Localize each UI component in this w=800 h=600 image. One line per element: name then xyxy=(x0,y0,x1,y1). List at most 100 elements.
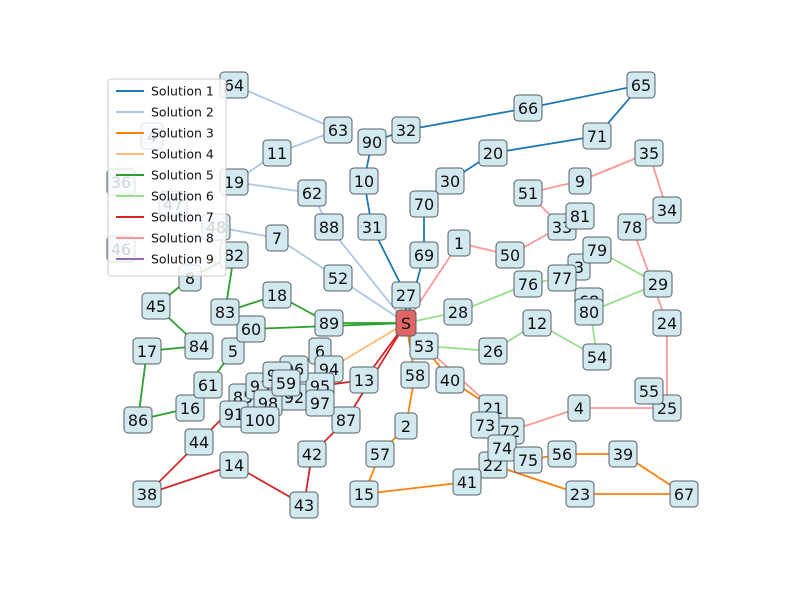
node-13: 13 xyxy=(349,366,379,394)
node-70: 70 xyxy=(409,190,439,218)
node-67: 67 xyxy=(669,480,699,508)
node-label-54: 54 xyxy=(587,348,607,367)
node-box-86 xyxy=(123,406,153,434)
node-97: 97 xyxy=(305,389,335,417)
node-label-70: 70 xyxy=(414,195,434,214)
node-box-89 xyxy=(314,309,344,337)
node-label-28: 28 xyxy=(448,303,468,322)
node-label-89: 89 xyxy=(319,314,339,333)
node-76: 76 xyxy=(513,270,543,298)
node-label-3: 3 xyxy=(574,258,584,277)
node-26: 26 xyxy=(478,337,508,365)
legend-label-4: Solution 4 xyxy=(151,147,214,162)
node-label-74: 74 xyxy=(492,439,512,458)
node-box-59 xyxy=(271,369,301,397)
node-10: 10 xyxy=(349,167,379,195)
node-label-2: 2 xyxy=(401,417,411,436)
node-box-100 xyxy=(240,406,280,434)
node-box-31 xyxy=(357,213,387,241)
node-label-19: 19 xyxy=(224,173,244,192)
node-100: 100 xyxy=(240,406,280,434)
node-19: 19 xyxy=(219,168,249,196)
node-box-50 xyxy=(495,241,525,269)
node-27: 27 xyxy=(391,281,421,309)
node-label-81: 81 xyxy=(570,207,590,226)
node-label-73: 73 xyxy=(475,416,495,435)
node-34: 34 xyxy=(652,196,682,224)
node-label-67: 67 xyxy=(674,485,694,504)
node-label-38: 38 xyxy=(137,485,157,504)
node-box-42 xyxy=(297,440,327,468)
node-30: 30 xyxy=(435,167,465,195)
node-box-23 xyxy=(565,480,595,508)
node-53: 53 xyxy=(409,332,439,360)
node-label-18: 18 xyxy=(267,286,287,305)
node-label-34: 34 xyxy=(657,201,677,220)
node-20: 20 xyxy=(478,139,508,167)
node-label-78: 78 xyxy=(622,218,642,237)
node-86: 86 xyxy=(123,406,153,434)
node-40: 40 xyxy=(435,366,465,394)
node-box-63 xyxy=(323,116,353,144)
depot-node: S xyxy=(395,309,417,337)
node-73: 73 xyxy=(470,411,500,439)
node-box-54 xyxy=(582,343,612,371)
node-label-65: 65 xyxy=(631,76,651,95)
node-label-51: 51 xyxy=(518,184,538,203)
node-label-39: 39 xyxy=(613,445,633,464)
node-label-79: 79 xyxy=(587,241,607,260)
node-label-41: 41 xyxy=(457,473,477,492)
node-11: 11 xyxy=(262,139,292,167)
node-label-53: 53 xyxy=(414,337,434,356)
node-box-97 xyxy=(305,389,335,417)
node-box-70 xyxy=(409,190,439,218)
node-66: 66 xyxy=(513,94,543,122)
node-label-25: 25 xyxy=(657,399,677,418)
node-box-30 xyxy=(435,167,465,195)
node-78: 78 xyxy=(617,213,647,241)
node-52: 52 xyxy=(323,264,353,292)
node-54: 54 xyxy=(582,343,612,371)
node-label-86: 86 xyxy=(128,411,148,430)
node-14: 14 xyxy=(219,451,249,479)
node-label-26: 26 xyxy=(483,342,503,361)
node-label-40: 40 xyxy=(440,371,460,390)
node-56: 56 xyxy=(547,440,577,468)
node-label-64: 64 xyxy=(224,76,244,95)
node-box-24 xyxy=(652,309,682,337)
node-16: 16 xyxy=(175,394,205,422)
node-box-18 xyxy=(262,281,292,309)
node-label-20: 20 xyxy=(483,144,503,163)
node-box-34 xyxy=(652,196,682,224)
node-83: 83 xyxy=(210,298,240,326)
node-label-24: 24 xyxy=(657,314,677,333)
node-label-58: 58 xyxy=(405,366,425,385)
node-5: 5 xyxy=(221,337,245,365)
node-label-6: 6 xyxy=(315,342,325,361)
node-88: 88 xyxy=(314,213,344,241)
node-box-81 xyxy=(565,202,595,230)
node-18: 18 xyxy=(262,281,292,309)
node-label-57: 57 xyxy=(370,445,390,464)
node-label-77: 77 xyxy=(552,269,572,288)
node-box-29 xyxy=(643,270,673,298)
node-box-11 xyxy=(262,139,292,167)
node-71: 71 xyxy=(582,122,612,150)
node-label-44: 44 xyxy=(189,433,209,452)
node-80: 80 xyxy=(574,298,604,326)
node-box-65 xyxy=(626,71,656,99)
node-box-58 xyxy=(400,361,430,389)
node-55: 55 xyxy=(634,377,664,405)
route-edge-1-0-5 xyxy=(405,107,529,131)
node-box-71 xyxy=(582,122,612,150)
node-label-32: 32 xyxy=(396,121,416,140)
node-box-43 xyxy=(289,491,319,519)
node-label-100: 100 xyxy=(245,411,276,430)
node-label-1: 1 xyxy=(454,234,464,253)
node-label-69: 69 xyxy=(414,246,434,265)
node-label-75: 75 xyxy=(518,451,538,470)
node-label-84: 84 xyxy=(189,337,209,356)
node-79: 79 xyxy=(582,236,612,264)
route-edge-3-0-4 xyxy=(363,481,468,495)
node-box-5 xyxy=(221,337,245,365)
